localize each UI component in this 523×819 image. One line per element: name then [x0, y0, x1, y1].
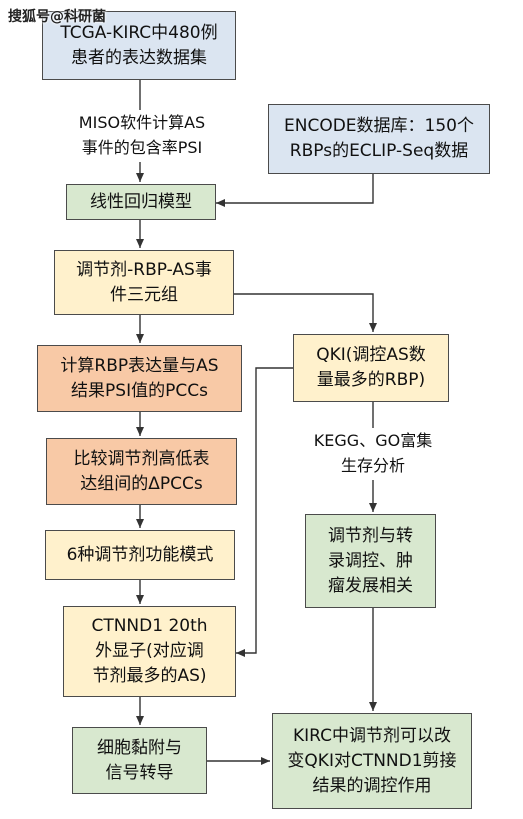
- node-compute-pccs: 计算RBP表达量与AS 结果PSI值的PCCs: [37, 345, 242, 412]
- node-six-function-modes: 6种调节剂功能模式: [45, 530, 235, 580]
- node-kirc-conclusion: KIRC中调节剂可以改 变QKI对CTNND1剪接 结果的调控作用: [272, 713, 472, 809]
- node-qki: QKI(调控AS数 量最多的RBP): [293, 334, 449, 402]
- arrow-qki-to-ctnnd1: [236, 367, 293, 657]
- watermark: 搜狐号@科研菌: [8, 9, 106, 25]
- label-miso-psi: MISO软件计算AS 事件的包含率PSI: [66, 110, 218, 162]
- label-kegg-go-survival: KEGG、GO富集 生存分析: [303, 428, 443, 480]
- node-ctnnd1-exon: CTNND1 20th 外显子(对应调 节剂最多的AS): [63, 606, 236, 697]
- node-regulator-rbp-as-triplet: 调节剂-RBP-AS事 件三元组: [54, 250, 234, 315]
- node-linear-regression-model: 线性回归模型: [66, 184, 216, 220]
- node-tcga-dataset: TCGA-KIRC中480例 患者的表达数据集: [42, 11, 236, 80]
- node-encode-database: ENCODE数据库：150个 RBPs的ECLIP-Seq数据: [268, 104, 490, 174]
- node-transcription-tumor: 调节剂与转 录调控、肿 瘤发展相关: [305, 514, 436, 608]
- node-delta-pccs: 比较调节剂高低表 达组间的ΔPCCs: [46, 438, 237, 505]
- arrow-triplet-to-qki: [234, 293, 377, 332]
- arrow-encode-to-model: [216, 174, 374, 207]
- node-cell-adhesion-signaling: 细胞黏附与 信号转导: [72, 727, 207, 794]
